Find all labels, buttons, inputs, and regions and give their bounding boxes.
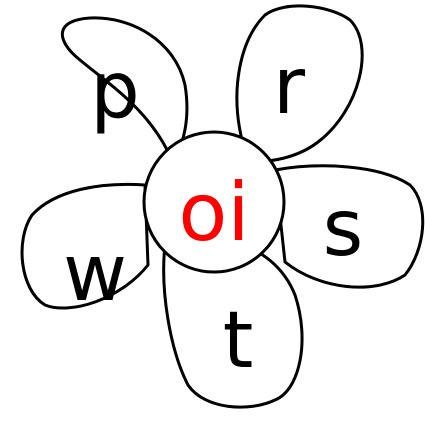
- center-label: oi: [178, 166, 249, 259]
- petal-letter-p: p: [90, 46, 140, 136]
- petal-letter-r: r: [273, 42, 306, 132]
- petal-letter-s: s: [323, 184, 364, 274]
- petal-letter-t: t: [223, 296, 254, 386]
- petal-letter-w: w: [63, 229, 127, 319]
